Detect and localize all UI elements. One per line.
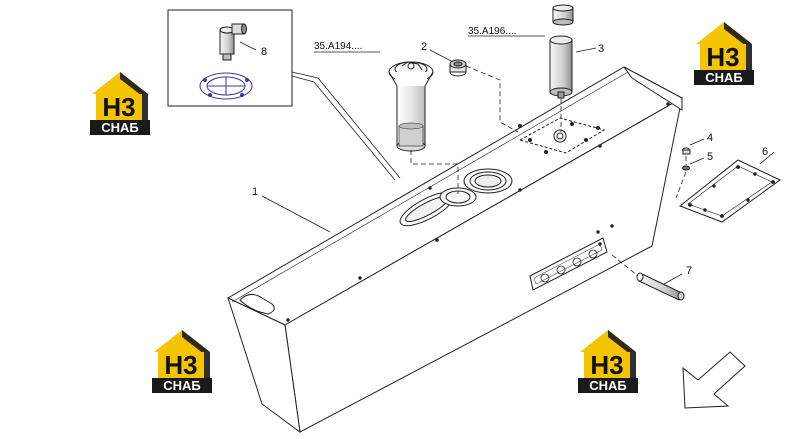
front-direction-arrow [682,351,746,409]
callout-6: 6 [762,146,768,158]
tank-handle-slot [239,294,275,315]
watermark-logo [90,72,150,135]
callout-7: 7 [686,265,692,277]
detail-inset: 8 [167,9,293,107]
part-3-cap [552,4,574,26]
round-port [463,168,513,194]
top-plate [518,117,606,154]
part-4-screw [682,147,691,155]
callout-1: 1 [252,186,258,198]
sender-opening [439,187,477,207]
watermark-logo [578,330,638,393]
part-7-rod [636,272,685,301]
reference-b: 35.A196.... [468,26,516,37]
fuel-tank [226,66,684,434]
tank-end-face [227,297,301,434]
part-2-fitting [449,59,467,77]
part-6-cover-plate [679,159,781,223]
gasket-ring [199,72,253,100]
watermark-logo [694,22,754,85]
fuel-level-sender [388,61,434,152]
part-3-filter [549,35,573,99]
callout-2: 2 [421,41,427,53]
part-5-washer [682,165,690,171]
reference-a: 35.A194.... [314,41,362,52]
callout-8: 8 [261,46,267,58]
callout-3: 3 [598,43,604,55]
callout-4: 4 [707,132,713,144]
assembly-guides [410,65,687,277]
side-port-plate [529,237,608,291]
part-8-elbow [219,23,247,61]
inset-leaders [291,71,401,181]
watermark-logo [152,330,212,393]
tank-right-face [623,66,683,111]
callout-leaders [261,35,775,285]
callout-5: 5 [707,151,713,163]
